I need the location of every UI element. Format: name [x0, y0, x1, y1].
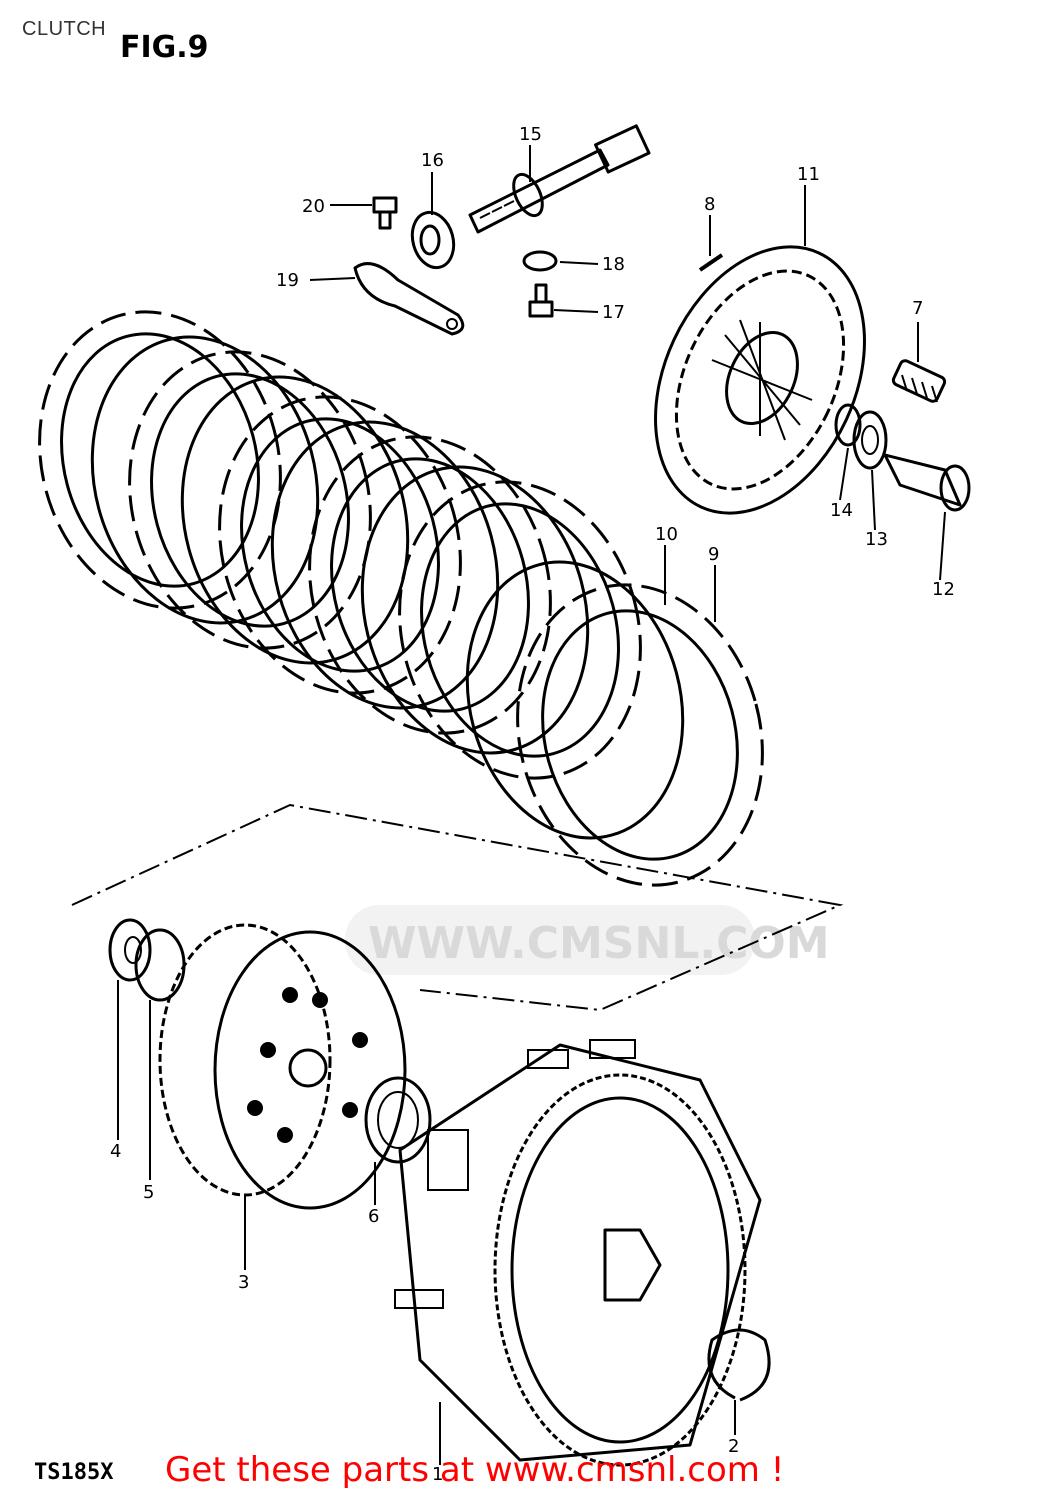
- callout-5: 5: [143, 1182, 154, 1203]
- figure-label: FIG.9: [120, 30, 209, 65]
- pressure-disc-part-11: [654, 245, 866, 515]
- pin-part-8: [698, 253, 724, 272]
- washer-part-18: [522, 250, 558, 272]
- callout-8: 8: [704, 194, 715, 215]
- page-title: CLUTCH: [22, 18, 107, 40]
- promo-link[interactable]: Get these parts at www.cmsnl.com !: [165, 1450, 785, 1490]
- bolt-part-20: [372, 196, 398, 230]
- callout-2: 2: [728, 1436, 739, 1457]
- callout-14: 14: [830, 500, 853, 521]
- spring-part-7: [891, 359, 947, 403]
- callout-13: 13: [865, 529, 888, 550]
- clutch-housing-part-1: [394, 1039, 762, 1467]
- release-shaft-part-15: [468, 124, 651, 234]
- release-arm-part-19: [353, 262, 465, 336]
- callout-20: 20: [302, 196, 325, 217]
- callout-15: 15: [519, 124, 542, 145]
- callout-11: 11: [797, 164, 820, 185]
- nut-part-4: [108, 918, 152, 982]
- watermark: WWW.CMSNL.COM: [345, 905, 830, 975]
- callout-7: 7: [912, 298, 923, 319]
- callout-19: 19: [276, 270, 299, 291]
- thrust-washer-part-6: [364, 1076, 432, 1164]
- push-piece-part-12: [883, 453, 971, 512]
- lock-washer-part-5: [134, 928, 186, 1002]
- callout-16: 16: [421, 150, 444, 171]
- callout-3: 3: [238, 1272, 249, 1293]
- sleeve-hub-part-3: [158, 923, 407, 1210]
- callout-1: 1: [432, 1464, 443, 1485]
- watermark-text: WWW.CMSNL.COM: [368, 918, 830, 969]
- callout-labels: 1 2 3 4 5 6 7 8 9 10 11 12 13 14 15 16 1…: [110, 124, 955, 1485]
- bolt-part-17: [528, 283, 554, 318]
- callout-9: 9: [708, 544, 719, 565]
- assembly-bracket: [71, 803, 844, 1012]
- oil-seal-part-16: [410, 210, 456, 270]
- callout-10: 10: [655, 524, 678, 545]
- callout-4: 4: [110, 1141, 121, 1162]
- washer-part-14: [834, 403, 862, 447]
- model-label: TS185X: [34, 1460, 114, 1485]
- callout-17: 17: [602, 302, 625, 323]
- circlip-part-2: [707, 1328, 771, 1402]
- callout-18: 18: [602, 254, 625, 275]
- callout-6: 6: [368, 1206, 379, 1227]
- bearing-part-13: [852, 410, 888, 470]
- callout-leaders: [117, 145, 946, 1465]
- callout-12: 12: [932, 579, 955, 600]
- clutch-plate-stack: [38, 310, 764, 887]
